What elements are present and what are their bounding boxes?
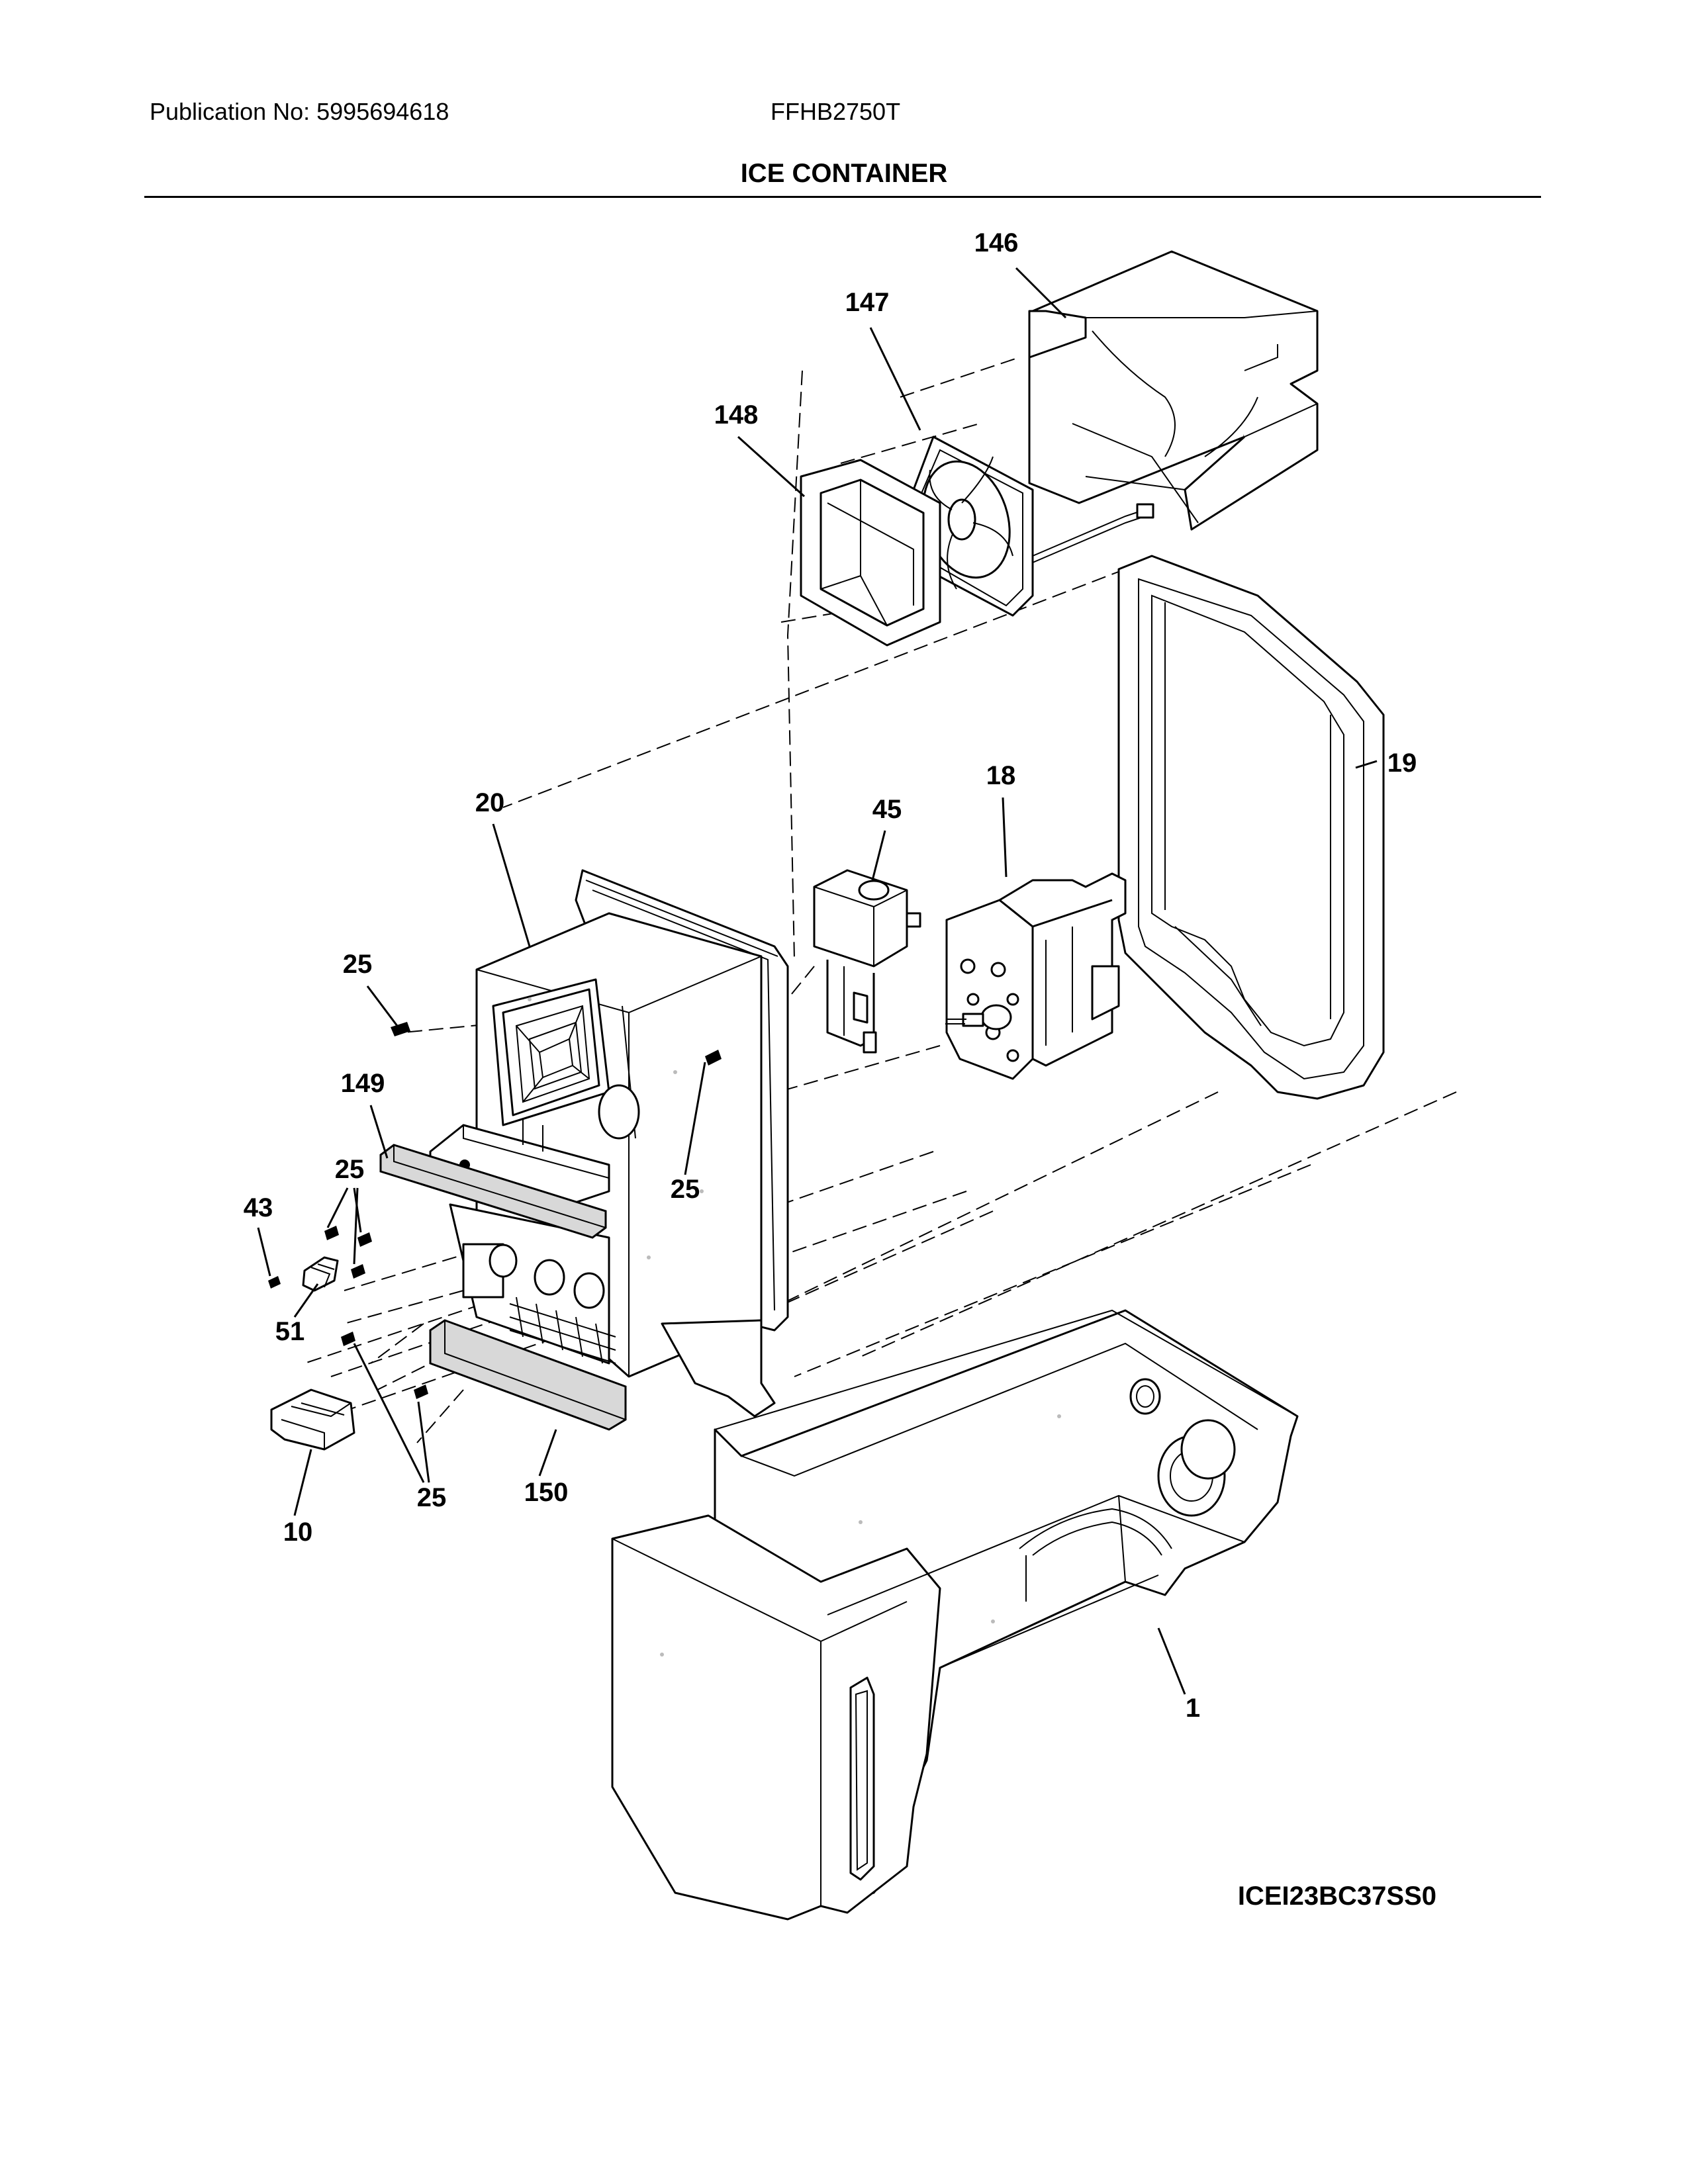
dispenser-solenoid (813, 869, 921, 1054)
callout-labels: 146 147 148 19 18 45 20 25 149 25 25 43 … (244, 228, 1436, 1911)
screws (268, 1022, 722, 1399)
page-title: ICE CONTAINER (740, 159, 948, 188)
callout-20: 20 (475, 788, 505, 817)
bracket (270, 1388, 355, 1451)
callout-149: 149 (341, 1069, 385, 1098)
callout-51: 51 (275, 1317, 305, 1346)
callout-18: 18 (986, 761, 1016, 790)
ice-container-housing (429, 869, 789, 1418)
callout-1: 1 (1186, 1694, 1200, 1723)
callout-10: 10 (283, 1518, 313, 1547)
figure-id: ICEI23BC37SS0 (1238, 1882, 1436, 1911)
header-divider (144, 196, 1541, 198)
foam-strip-lower (429, 1319, 627, 1431)
callout-19: 19 (1387, 749, 1417, 778)
publication-number: Publication No: 5995694618 (150, 98, 449, 125)
model-number: FFHB2750T (771, 98, 901, 125)
callout-43: 43 (244, 1193, 273, 1222)
callout-25-bottom: 25 (417, 1483, 447, 1512)
evaporator-fan (912, 435, 1154, 617)
callout-45: 45 (872, 795, 902, 824)
clip (302, 1256, 339, 1292)
callout-150: 150 (524, 1478, 569, 1507)
ice-duct-housing (1028, 250, 1319, 531)
callout-25-left: 25 (335, 1155, 365, 1184)
callout-25-right: 25 (671, 1175, 700, 1204)
ice-bucket (611, 1309, 1299, 1921)
leader-lines (257, 267, 1378, 1695)
foam-strip-upper (379, 1144, 607, 1239)
auger-motor (945, 872, 1127, 1080)
fan-shroud (800, 459, 941, 647)
callout-25-top: 25 (343, 950, 373, 979)
callout-146: 146 (974, 228, 1019, 257)
callout-147: 147 (845, 288, 890, 317)
ice-container-gasket (1117, 555, 1385, 1100)
callout-148: 148 (714, 400, 759, 430)
